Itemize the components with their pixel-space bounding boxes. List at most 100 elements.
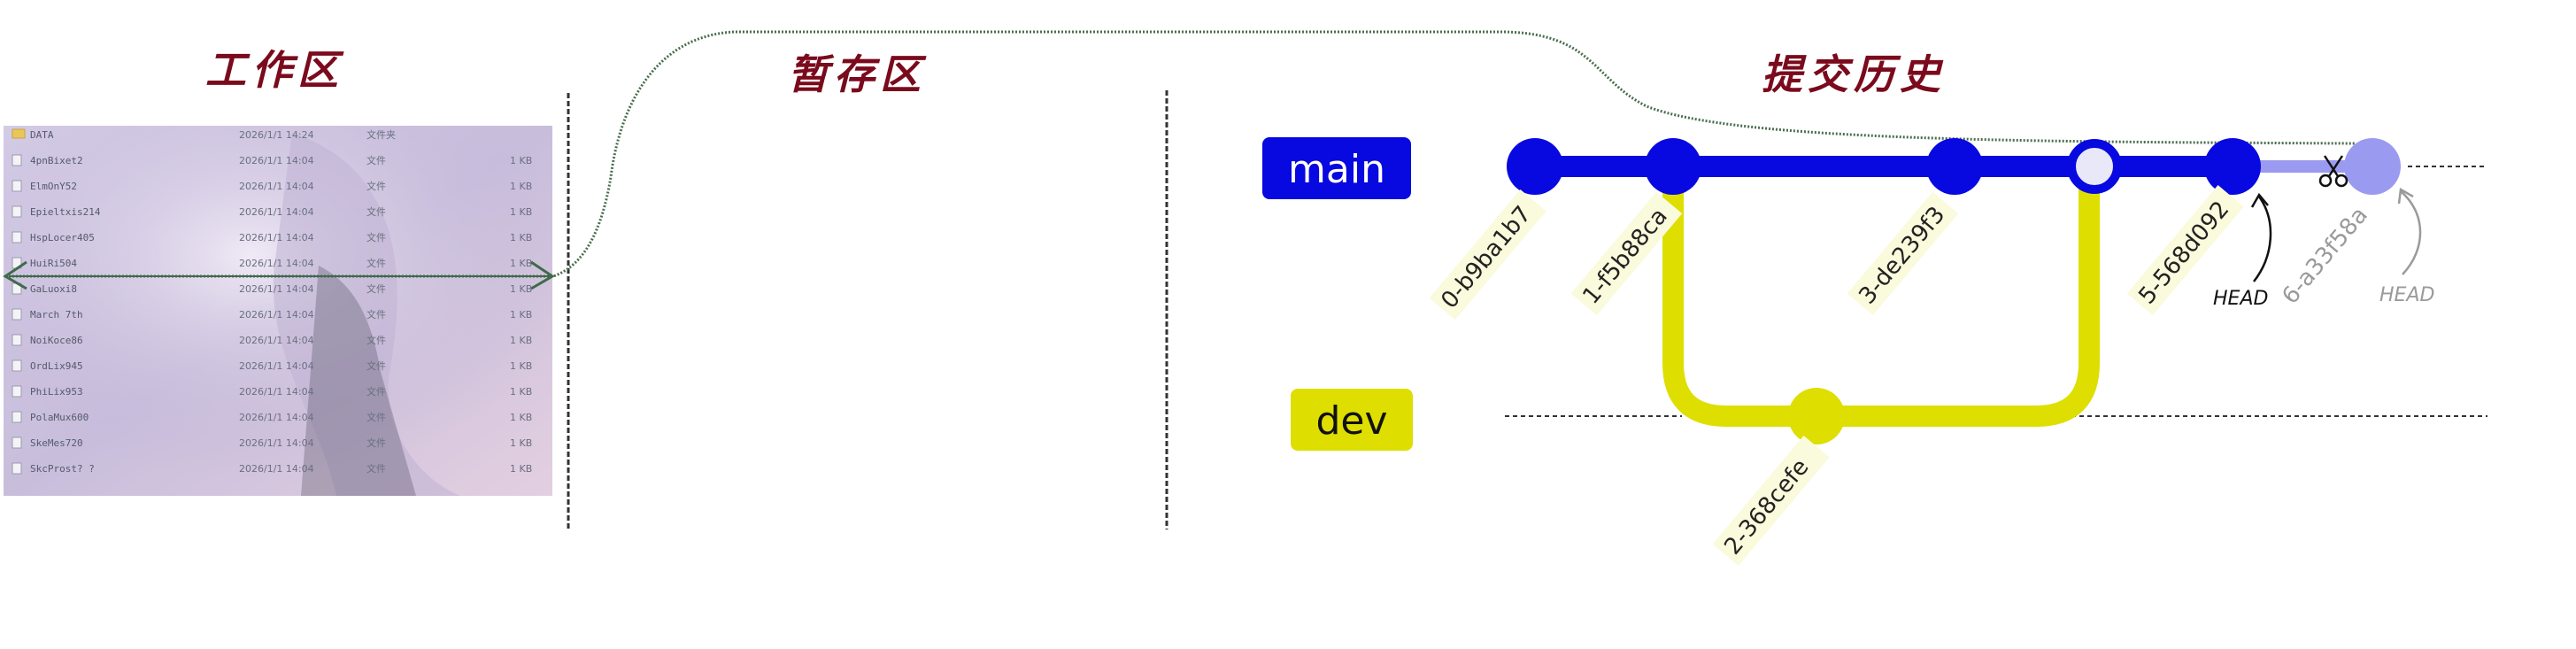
file-row[interactable]: March 7th 2026/1/1 14:04 文件 1 KB <box>12 308 532 321</box>
illustration-hair <box>273 133 460 496</box>
file-name: DATA <box>30 129 54 141</box>
file-type: 文件 <box>366 180 386 192</box>
commit-node-0 <box>1507 138 1563 195</box>
file-name: ElmOnY52 <box>30 181 77 192</box>
commit-node-1 <box>1645 138 1701 195</box>
file-row[interactable]: ElmOnY52 2026/1/1 14:04 文件 1 KB <box>12 180 532 192</box>
file-icon <box>12 334 22 346</box>
file-size: 1 KB <box>510 181 532 192</box>
file-name: HuiRi504 <box>30 258 77 269</box>
file-icon <box>12 437 22 449</box>
scissors-icon <box>2318 155 2348 188</box>
file-list: DATA 2026/1/1 14:24 文件夹 4pnBixet2 2026/1/1 1… <box>12 128 532 475</box>
file-name: 4pnBixet2 <box>30 155 83 166</box>
commit-label-6-text: 6-a33f58a <box>2277 202 2373 309</box>
file-date: 2026/1/1 14:04 <box>239 155 314 166</box>
folder-icon <box>12 128 26 139</box>
commit-label-3-text: 3-de239f3 <box>1854 202 1950 310</box>
file-type: 文件 <box>366 308 386 321</box>
commit-label-6: 6-a33f58a <box>2277 202 2373 309</box>
file-date: 2026/1/1 14:04 <box>239 258 314 269</box>
scissors-handle-left <box>2318 174 2333 188</box>
file-size: 1 KB <box>510 206 532 218</box>
file-icon <box>12 231 22 243</box>
file-name: OrdLix945 <box>30 360 83 372</box>
branch-label-dev-text: dev <box>1315 398 1387 444</box>
file-icon <box>12 205 22 218</box>
dev-branch-line <box>1662 166 2100 427</box>
file-date: 2026/1/1 14:04 <box>239 206 314 218</box>
branch-label-main-text: main <box>1288 147 1385 192</box>
file-date: 2026/1/1 14:04 <box>239 181 314 192</box>
scissors-blade-b <box>2323 155 2340 177</box>
file-size: 1 KB <box>510 335 532 346</box>
commit-label-0-text: 0-b9ba1b7 <box>1436 201 1537 313</box>
arrow-head-left <box>3 260 27 290</box>
file-date: 2026/1/1 14:04 <box>239 283 314 295</box>
head-arrow-current <box>2253 196 2272 282</box>
commit-label-3: 3-de239f3 <box>1847 191 1959 316</box>
file-type: 文件 <box>366 359 386 372</box>
file-size: 1 KB <box>510 309 532 321</box>
file-name: HspLocer405 <box>30 232 95 243</box>
head-label-previous: HEAD <box>2379 284 2434 306</box>
commit-label-2-bg <box>1712 436 1830 567</box>
commit-label-1-bg <box>1570 191 1683 316</box>
head-label-current: HEAD <box>2213 288 2268 310</box>
commit-node-6-discarded <box>2344 138 2401 195</box>
file-icon <box>12 411 22 423</box>
file-date: 2026/1/1 14:04 <box>239 437 314 449</box>
file-size: 1 KB <box>510 258 532 269</box>
file-date: 2026/1/1 14:04 <box>239 309 314 321</box>
file-row[interactable]: 4pnBixet2 2026/1/1 14:04 文件 1 KB <box>12 154 532 166</box>
file-name: NoiKoce86 <box>30 335 83 346</box>
zone-title-history: 提交历史 <box>1762 50 1946 98</box>
file-size: 1 KB <box>510 412 532 423</box>
file-size: 1 KB <box>510 437 532 449</box>
branch-label-main-box <box>1262 137 1411 199</box>
file-type: 文件 <box>366 411 386 423</box>
file-name: Epieltxis214 <box>30 206 101 218</box>
file-icon <box>12 308 22 321</box>
file-type: 文件 <box>366 231 386 243</box>
scissors-blade-a <box>2327 155 2344 177</box>
commit-node-4-merge <box>2067 139 2122 194</box>
file-date: 2026/1/1 14:24 <box>239 129 314 141</box>
commit-label-0-bg <box>1429 189 1546 321</box>
file-icon <box>12 180 22 192</box>
file-name: PhiLix953 <box>30 386 83 398</box>
file-type: 文件 <box>366 334 386 346</box>
commit-label-2: 2-368cefe <box>1712 436 1830 567</box>
file-date: 2026/1/1 14:04 <box>239 463 314 475</box>
file-row[interactable]: DATA 2026/1/1 14:24 文件夹 <box>12 128 396 141</box>
file-icon <box>12 462 22 475</box>
commit-label-1-text: 1-f5b88ca <box>1577 204 1672 310</box>
file-type: 文件夹 <box>366 128 396 141</box>
file-size: 1 KB <box>510 155 532 166</box>
scissors-handle-right <box>2334 174 2348 188</box>
file-type: 文件 <box>366 154 386 166</box>
head-arrow-current-tip <box>2250 192 2269 208</box>
file-name: March 7th <box>30 309 83 321</box>
branch-label-main: main <box>1262 137 1411 199</box>
zone-title-staging: 暂存区 <box>788 50 927 98</box>
file-date: 2026/1/1 14:04 <box>239 232 314 243</box>
file-type: 文件 <box>366 462 386 475</box>
file-name: GaLuoxi8 <box>30 283 77 295</box>
file-name: SkcProst? ? <box>30 463 95 475</box>
file-size: 1 KB <box>510 360 532 372</box>
head-arrow-previous-tip <box>2397 187 2414 205</box>
file-type: 文件 <box>366 282 386 295</box>
file-date: 2026/1/1 14:04 <box>239 412 314 423</box>
